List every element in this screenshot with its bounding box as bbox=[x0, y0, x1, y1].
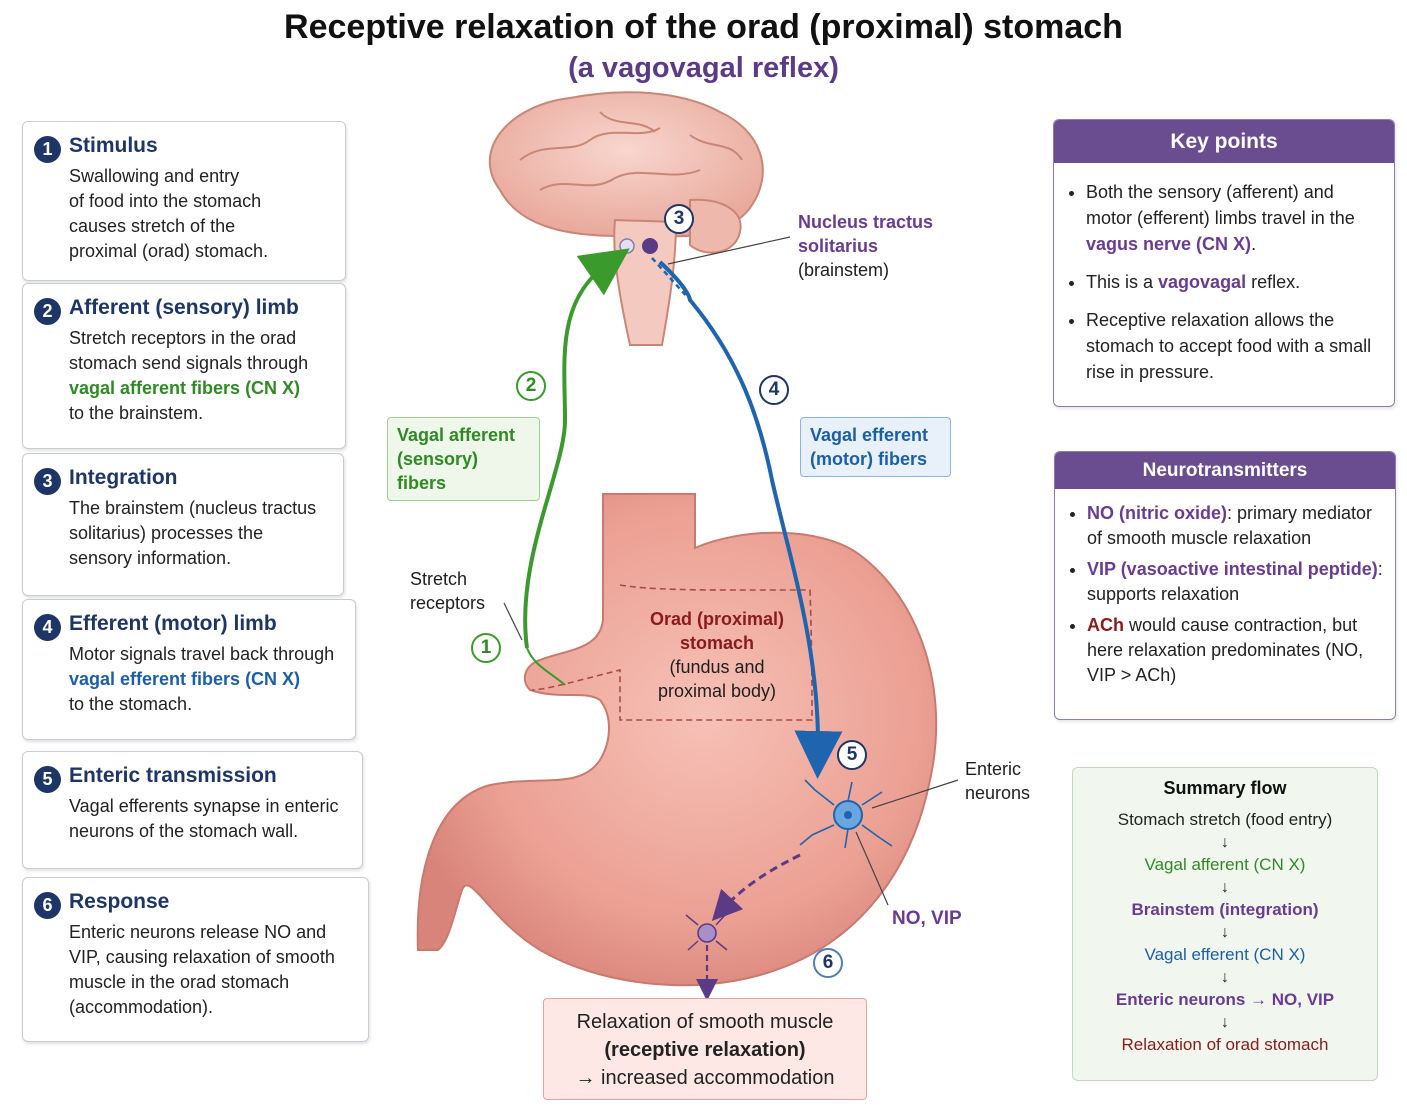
stretch-receptor-leader bbox=[503, 602, 523, 641]
step-1-stimulus: 1 Stimulus Swallowing and entry of food … bbox=[22, 121, 346, 281]
step-title: Integration bbox=[69, 466, 178, 489]
step-number: 3 bbox=[34, 468, 61, 495]
stretch-receptors-label: Stretch receptors bbox=[410, 569, 486, 613]
step-title: Stimulus bbox=[69, 134, 158, 157]
enteric-neuron-leader bbox=[871, 779, 959, 809]
marker-4: 4 bbox=[759, 375, 789, 405]
step-title: Enteric transmission bbox=[69, 764, 277, 787]
afferent-fibers-tag: Vagal afferent (sensory) fibers bbox=[387, 417, 540, 501]
neurotransmitters-list: NO (nitric oxide): primary mediator of s… bbox=[1055, 501, 1395, 688]
neurotransmitter-item: NO (nitric oxide): primary mediator of s… bbox=[1087, 501, 1383, 551]
nts-label: Nucleus tractus solitarius (brainstem) bbox=[798, 212, 934, 280]
marker-6: 6 bbox=[813, 948, 843, 978]
step-body: Swallowing and entry of food into the st… bbox=[69, 166, 269, 261]
page-subtitle: (a vagovagal reflex) bbox=[568, 52, 839, 84]
no-vip-label: NO, VIP bbox=[892, 908, 962, 929]
step-body: Enteric neurons release NO and VIP, caus… bbox=[69, 922, 335, 1017]
enteric-neurons-label: Enteric neurons bbox=[965, 759, 1031, 803]
down-arrow-icon: ↓ bbox=[1221, 834, 1229, 851]
enteric-neuron-icon bbox=[799, 759, 893, 849]
step-title: Afferent (sensory) limb bbox=[69, 296, 299, 319]
step-body: Vagal efferents synapse in enteric neuro… bbox=[69, 796, 339, 841]
summary-flow-list: Stomach stretch (food entry) ↓ Vagal affer… bbox=[1073, 809, 1377, 1056]
step-title: Efferent (motor) limb bbox=[69, 612, 277, 635]
response-result-box: Relaxation of smooth muscle (receptive r… bbox=[543, 998, 867, 1100]
key-point-item: This is a vagovagal reflex. bbox=[1086, 269, 1382, 295]
step-number: 6 bbox=[34, 892, 61, 919]
no-vip-leader bbox=[855, 831, 889, 906]
step-3-integration: 3 Integration The brainstem (nucleus tra… bbox=[22, 453, 344, 596]
marker-1: 1 bbox=[471, 633, 501, 663]
page-title: Receptive relaxation of the orad (proxim… bbox=[284, 8, 1123, 46]
step-number: 4 bbox=[34, 614, 61, 641]
step-body: Stretch receptors in the orad stomach se… bbox=[69, 328, 309, 423]
summary-flow-item: Vagal efferent (CN X) bbox=[1144, 945, 1306, 964]
step-number: 5 bbox=[34, 766, 61, 793]
nucleus-left-dot bbox=[619, 238, 635, 254]
summary-flow-panel: Summary flow Stomach stretch (food entry… bbox=[1072, 767, 1378, 1081]
afferent-receptor-branch bbox=[526, 647, 566, 686]
step-title: Response bbox=[69, 890, 170, 913]
summary-flow-item: Brainstem (integration) bbox=[1131, 900, 1319, 919]
nts-leader-line bbox=[667, 236, 791, 265]
summary-flow-item: Enteric neurons → NO, VIP bbox=[1115, 990, 1335, 1009]
step-body: Motor signals travel back through vagal … bbox=[69, 644, 335, 714]
step-body: The brainstem (nucleus tractus solitariu… bbox=[69, 498, 317, 568]
down-arrow-icon: ↓ bbox=[1221, 924, 1229, 941]
brain-illustration bbox=[488, 91, 764, 346]
orad-stomach-label: Orad (proximal) stomach (fundus and prox… bbox=[649, 609, 785, 701]
smooth-muscle-neuron-icon bbox=[685, 913, 728, 951]
efferent-fibers-tag: Vagal efferent (motor) fibers bbox=[800, 417, 951, 477]
stomach-illustration bbox=[416, 493, 938, 987]
summary-flow-item: Vagal afferent (CN X) bbox=[1144, 855, 1306, 874]
afferent-pathway bbox=[523, 248, 630, 649]
marker-5: 5 bbox=[837, 740, 867, 770]
key-points-header: Key points bbox=[1054, 120, 1394, 163]
down-arrow-icon: ↓ bbox=[1221, 969, 1229, 986]
step-2-afferent-limb: 2 Afferent (sensory) limb Stretch recept… bbox=[22, 283, 346, 449]
marker-3: 3 bbox=[664, 204, 694, 234]
marker-2: 2 bbox=[516, 371, 546, 401]
step-6-response: 6 Response Enteric neurons release NO an… bbox=[22, 877, 369, 1042]
step-4-efferent-limb: 4 Efferent (motor) limb Motor signals tr… bbox=[22, 599, 356, 740]
step-number: 1 bbox=[34, 136, 61, 163]
step-5-enteric-transmission: 5 Enteric transmission Vagal efferents s… bbox=[22, 751, 363, 869]
step-number: 2 bbox=[34, 298, 61, 325]
summary-flow-item: Stomach stretch (food entry) bbox=[1117, 810, 1333, 829]
key-point-item: Both the sensory (afferent) and motor (e… bbox=[1086, 179, 1382, 257]
summary-title: Summary flow bbox=[1163, 778, 1287, 798]
efferent-brainstem-segment bbox=[651, 257, 691, 301]
key-point-item: Receptive relaxation allows the stomach … bbox=[1086, 307, 1382, 385]
summary-flow-item: Relaxation of orad stomach bbox=[1121, 1035, 1329, 1054]
down-arrow-icon: ↓ bbox=[1221, 879, 1229, 896]
nucleus-tractus-solitarius-dot bbox=[642, 238, 658, 254]
down-arrow-icon: ↓ bbox=[1221, 1014, 1229, 1031]
neurotransmitters-panel: Neurotransmitters NO (nitric oxide): pri… bbox=[1054, 451, 1396, 720]
key-points-list: Both the sensory (afferent) and motor (e… bbox=[1054, 179, 1394, 385]
neurotransmitter-item: ACh would cause contraction, but here re… bbox=[1087, 613, 1383, 688]
key-points-panel: Key points Both the sensory (afferent) a… bbox=[1053, 119, 1395, 407]
neurotransmitters-header: Neurotransmitters bbox=[1055, 452, 1395, 489]
neurotransmitter-item: VIP (vasoactive intestinal peptide): sup… bbox=[1087, 557, 1383, 607]
